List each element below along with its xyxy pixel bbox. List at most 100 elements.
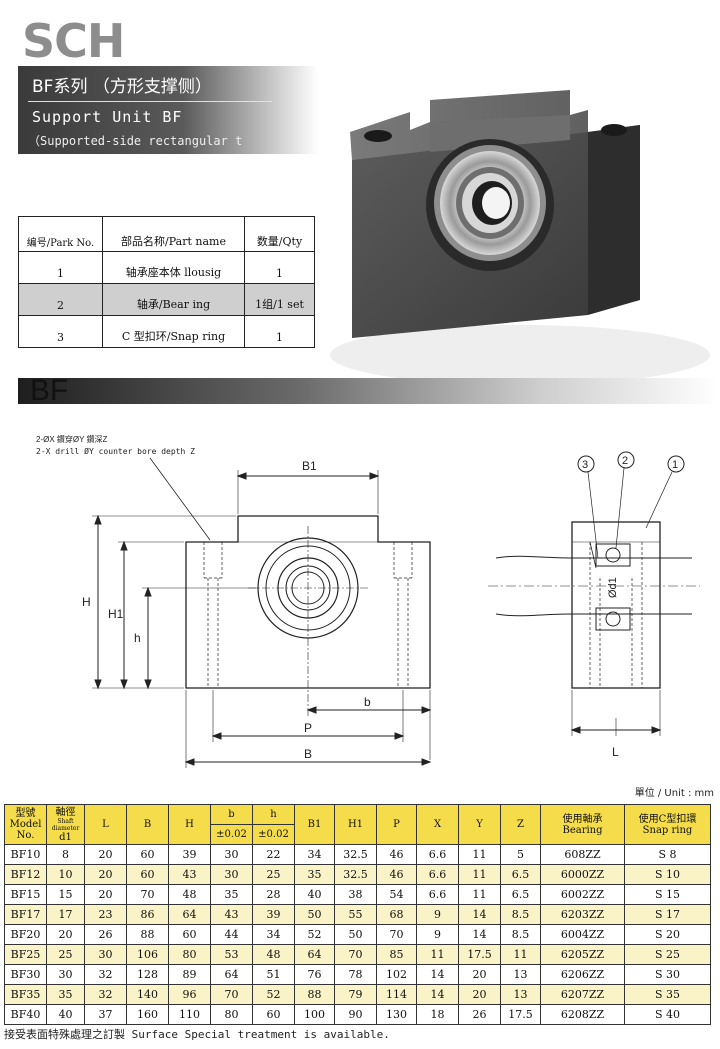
parts-header-name: 部品名称/Part name bbox=[102, 216, 245, 252]
parts-row: 3 C 型扣环/Snap ring 1 bbox=[18, 315, 315, 348]
spec-cell: 6.5 bbox=[500, 864, 541, 885]
spec-cell: 13 bbox=[500, 984, 541, 1005]
spec-header-h-total: H bbox=[168, 804, 211, 845]
spec-cell: 50 bbox=[334, 924, 377, 945]
spec-cell: BF25 bbox=[4, 944, 47, 965]
spec-header-h1: H1 bbox=[334, 804, 377, 845]
spec-cell: 34 bbox=[294, 844, 335, 865]
spec-cell: 15 bbox=[46, 884, 85, 905]
spec-cell: 70 bbox=[210, 984, 253, 1005]
spec-cell: 70 bbox=[376, 924, 417, 945]
unit-label: 單位 / Unit : mm bbox=[634, 788, 714, 799]
spec-cell: 9 bbox=[416, 924, 459, 945]
spec-cell: 6205ZZ bbox=[540, 944, 625, 965]
spec-cell: S 15 bbox=[624, 884, 711, 905]
spec-cell: 20 bbox=[84, 884, 127, 905]
spec-cell: 114 bbox=[376, 984, 417, 1005]
spec-cell: 102 bbox=[376, 964, 417, 985]
spec-cell: 51 bbox=[252, 964, 295, 985]
spec-cell: BF17 bbox=[4, 904, 47, 925]
spec-cell: 100 bbox=[294, 1004, 335, 1025]
dim-b: b bbox=[364, 695, 371, 709]
spec-cell: 30 bbox=[210, 844, 253, 865]
spec-cell: 10 bbox=[46, 864, 85, 885]
spec-cell: 20 bbox=[84, 844, 127, 865]
spec-cell: 64 bbox=[210, 964, 253, 985]
spec-header-tol-h: ±0.02 bbox=[252, 824, 295, 845]
spec-cell: 96 bbox=[168, 984, 211, 1005]
spec-cell: 86 bbox=[126, 904, 169, 925]
parts-cell: 2 bbox=[18, 283, 103, 316]
parts-cell: C 型扣环/Snap ring bbox=[102, 315, 245, 348]
spec-cell: 46 bbox=[376, 864, 417, 885]
balloon-2: 2 bbox=[622, 455, 628, 467]
balloon-1: 1 bbox=[672, 459, 678, 471]
spec-cell: 26 bbox=[84, 924, 127, 945]
spec-cell: 70 bbox=[126, 884, 169, 905]
spec-cell: 6.6 bbox=[416, 864, 459, 885]
spec-cell: 11 bbox=[458, 864, 501, 885]
parts-cell: 1 bbox=[244, 315, 315, 348]
balloon-3: 3 bbox=[582, 459, 588, 471]
spec-cell: 54 bbox=[376, 884, 417, 905]
spec-cell: 11 bbox=[458, 884, 501, 905]
dim-h1: H1 bbox=[108, 607, 124, 621]
spec-cell: 13 bbox=[500, 964, 541, 985]
spec-cell: 48 bbox=[168, 884, 211, 905]
spec-cell: S 25 bbox=[624, 944, 711, 965]
spec-cell: 11 bbox=[458, 844, 501, 865]
spec-cell: S 30 bbox=[624, 964, 711, 985]
spec-header-shaft: 軸徑 Shaft diameter d1 bbox=[46, 804, 85, 845]
spec-cell: 88 bbox=[126, 924, 169, 945]
spec-cell: 6.5 bbox=[500, 884, 541, 905]
spec-cell: 11 bbox=[416, 944, 459, 965]
spec-cell: 52 bbox=[252, 984, 295, 1005]
spec-cell: 60 bbox=[126, 844, 169, 865]
spec-cell: 39 bbox=[168, 844, 211, 865]
spec-cell: 80 bbox=[168, 944, 211, 965]
spec-cell: 76 bbox=[294, 964, 335, 985]
spec-cell: 85 bbox=[376, 944, 417, 965]
spec-cell: 48 bbox=[252, 944, 295, 965]
spec-cell: 160 bbox=[126, 1004, 169, 1025]
title-divider bbox=[28, 101, 272, 102]
spec-header-l: L bbox=[84, 804, 127, 845]
spec-cell: 17.5 bbox=[500, 1004, 541, 1025]
parts-cell: 轴承座本体 llousig bbox=[102, 251, 245, 284]
spec-header-tol-b: ±0.02 bbox=[210, 824, 253, 845]
section-band: BF bbox=[18, 374, 718, 407]
spec-cell: 53 bbox=[210, 944, 253, 965]
spec-cell: 44 bbox=[210, 924, 253, 945]
spec-cell: 23 bbox=[84, 904, 127, 925]
dim-h-total: H bbox=[82, 595, 91, 609]
spec-cell: 89 bbox=[168, 964, 211, 985]
spec-header-x: X bbox=[416, 804, 459, 845]
technical-drawing: 2-ØX 鑽穿ØY 鑽深Z 2-X drill ØY counter bore … bbox=[36, 434, 700, 768]
spec-cell: 6208ZZ bbox=[540, 1004, 625, 1025]
spec-header-b-total: B bbox=[126, 804, 169, 845]
spec-cell: 90 bbox=[334, 1004, 377, 1025]
spec-cell: 128 bbox=[126, 964, 169, 985]
title-band: BF系列 （方形支撑侧） Support Unit BF （Supported-… bbox=[18, 66, 318, 154]
spec-cell: 9 bbox=[416, 904, 459, 925]
spec-cell: 11 bbox=[500, 944, 541, 965]
spec-cell: 37 bbox=[84, 1004, 127, 1025]
subtitle: （Supported-side rectangular t bbox=[28, 134, 243, 148]
spec-cell: 25 bbox=[46, 944, 85, 965]
product-photo bbox=[330, 90, 710, 385]
spec-cell: 38 bbox=[334, 884, 377, 905]
spec-cell: 88 bbox=[294, 984, 335, 1005]
spec-cell: 35 bbox=[294, 864, 335, 885]
spec-cell: 14 bbox=[416, 984, 459, 1005]
spec-cell: 32 bbox=[84, 964, 127, 985]
parts-header-qty: 数量/Qty bbox=[244, 216, 315, 252]
